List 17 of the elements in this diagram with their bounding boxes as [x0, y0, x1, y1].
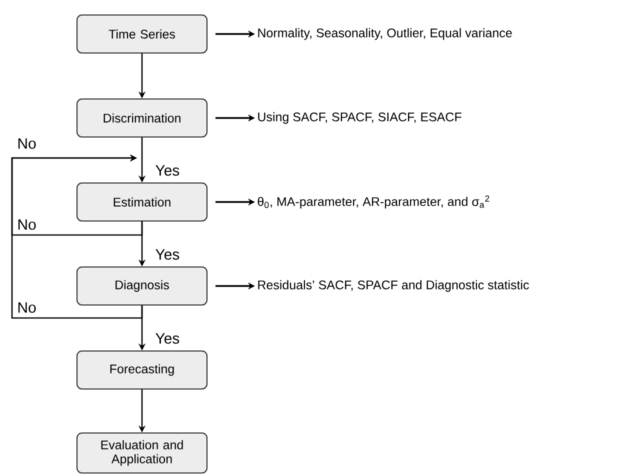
- edge-label: No: [18, 302, 36, 313]
- note-text: θ$_{0}$, MA-parameter, AR-parameter, and σ$_{a}$2: [258, 195, 490, 209]
- process-box: Forecasting: [76, 350, 208, 390]
- process-box: Estimation: [76, 182, 208, 222]
- edge-label: Yes: [156, 333, 180, 344]
- edge-label: Yes: [156, 165, 180, 176]
- note-text: Residuals’ SACF, SPACF and Diagnostic statistic: [258, 280, 529, 292]
- arrow: [11, 154, 143, 319]
- loop-label: No: [18, 138, 36, 149]
- edge-label: Yes: [156, 249, 180, 260]
- note-text: Normality, Seasonality, Outlier, Equal variance: [258, 28, 512, 40]
- process-box: Time Series: [76, 14, 208, 54]
- process-box: Diagnosis: [76, 266, 208, 306]
- edge-label: No: [18, 219, 36, 230]
- process-box: Evaluation and Application: [76, 432, 208, 474]
- process-box: Discrimination: [76, 98, 208, 138]
- note-text: Using SACF, SPACF, SIACF, ESACF: [258, 112, 462, 124]
